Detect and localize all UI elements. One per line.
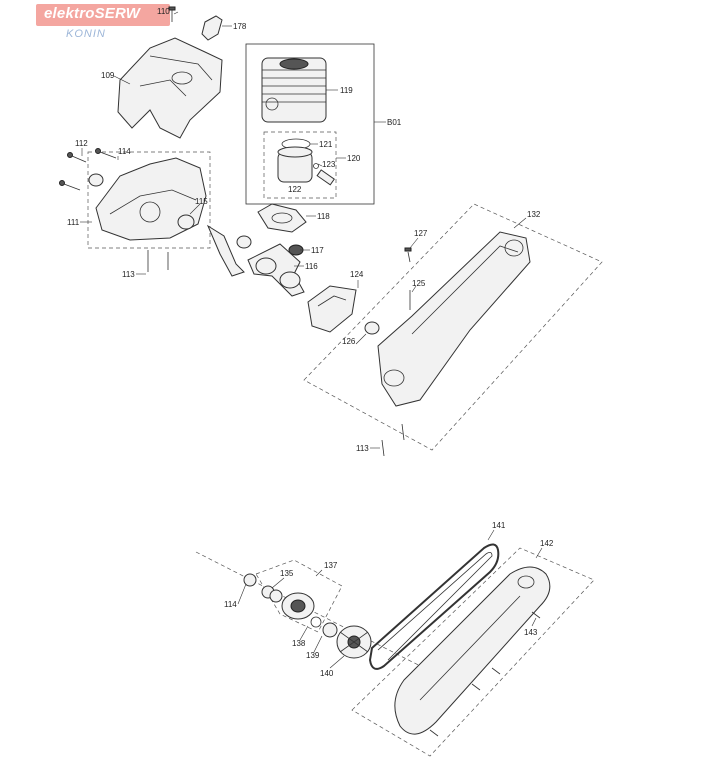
callout-121: 121 — [319, 140, 333, 149]
callout-109: 109 — [101, 71, 115, 80]
washer-114 — [243, 573, 257, 587]
callout-135: 135 — [280, 569, 294, 578]
belt-guard-frame-142 — [351, 547, 595, 757]
callout-132: 132 — [527, 210, 541, 219]
callout-143: 143 — [524, 628, 538, 637]
connecting-rod — [206, 224, 245, 277]
callout-140: 140 — [320, 669, 334, 678]
bearings-135 — [261, 585, 283, 603]
callout-139: 139 — [306, 651, 320, 660]
piston-122 — [277, 146, 313, 183]
kit-frame-111 — [87, 151, 211, 249]
screws-143 — [429, 611, 541, 737]
kit-frame-137 — [255, 559, 343, 633]
callout-114-lower: 114 — [224, 600, 237, 609]
callout-126: 126 — [342, 337, 356, 346]
callout-112: 112 — [75, 139, 88, 148]
seal-114 — [88, 173, 104, 187]
callout-122: 122 — [288, 185, 302, 194]
callout-119: 119 — [340, 86, 353, 95]
housing-cover-109 — [117, 37, 223, 139]
leader-lines-upper — [80, 11, 527, 449]
screw-127 — [404, 247, 412, 263]
callout-111: 111 — [67, 218, 80, 227]
callout-138: 138 — [292, 639, 306, 648]
clutch-140 — [336, 625, 372, 659]
washer-138 — [310, 616, 322, 628]
callout-114-upper: 114 — [118, 147, 131, 156]
callout-b01: B01 — [387, 118, 402, 127]
callout-116: 116 — [305, 262, 318, 271]
cylinder-119 — [261, 57, 327, 123]
screw-113b — [381, 423, 405, 457]
callout-137: 137 — [324, 561, 338, 570]
callout-123: 123 — [322, 160, 336, 169]
pulley — [281, 592, 315, 620]
callout-120: 120 — [347, 154, 361, 163]
callout-124: 124 — [350, 270, 364, 279]
callout-113-lower: 113 — [356, 444, 369, 453]
bearing-115 — [177, 214, 195, 230]
kit-frame-120 — [263, 131, 337, 199]
logo-badge — [36, 4, 170, 26]
pin-123 — [313, 163, 335, 186]
screws-112 — [59, 148, 117, 191]
belt-141 — [368, 543, 500, 670]
gasket-118 — [257, 203, 307, 233]
logo-text: elektroSERW — [44, 5, 141, 22]
seal-126 — [364, 321, 380, 335]
callout-178: 178 — [233, 22, 247, 31]
arm-frame-132 — [303, 203, 603, 451]
callout-113-upper: 113 — [122, 270, 135, 279]
callout-141: 141 — [492, 521, 506, 530]
gasket-124 — [307, 285, 357, 333]
axis-line — [195, 551, 441, 677]
crankshaft-116 — [247, 243, 305, 297]
callout-110: 110 — [157, 7, 170, 16]
callout-142: 142 — [540, 539, 554, 548]
callout-117: 117 — [311, 246, 324, 255]
screw-110 — [168, 6, 176, 22]
callout-115: 115 — [195, 197, 208, 206]
leader-lines-lower — [237, 529, 543, 669]
belt-guard-142 — [394, 566, 551, 735]
nut-139 — [322, 622, 338, 638]
cutting-arm-132 — [377, 231, 531, 407]
callout-127: 127 — [414, 229, 428, 238]
logo-subtext: KONIN — [66, 28, 106, 40]
bracket-178 — [201, 15, 223, 41]
callout-118: 118 — [317, 212, 330, 221]
kit-frame-b01 — [245, 43, 375, 205]
callout-125: 125 — [412, 279, 426, 288]
